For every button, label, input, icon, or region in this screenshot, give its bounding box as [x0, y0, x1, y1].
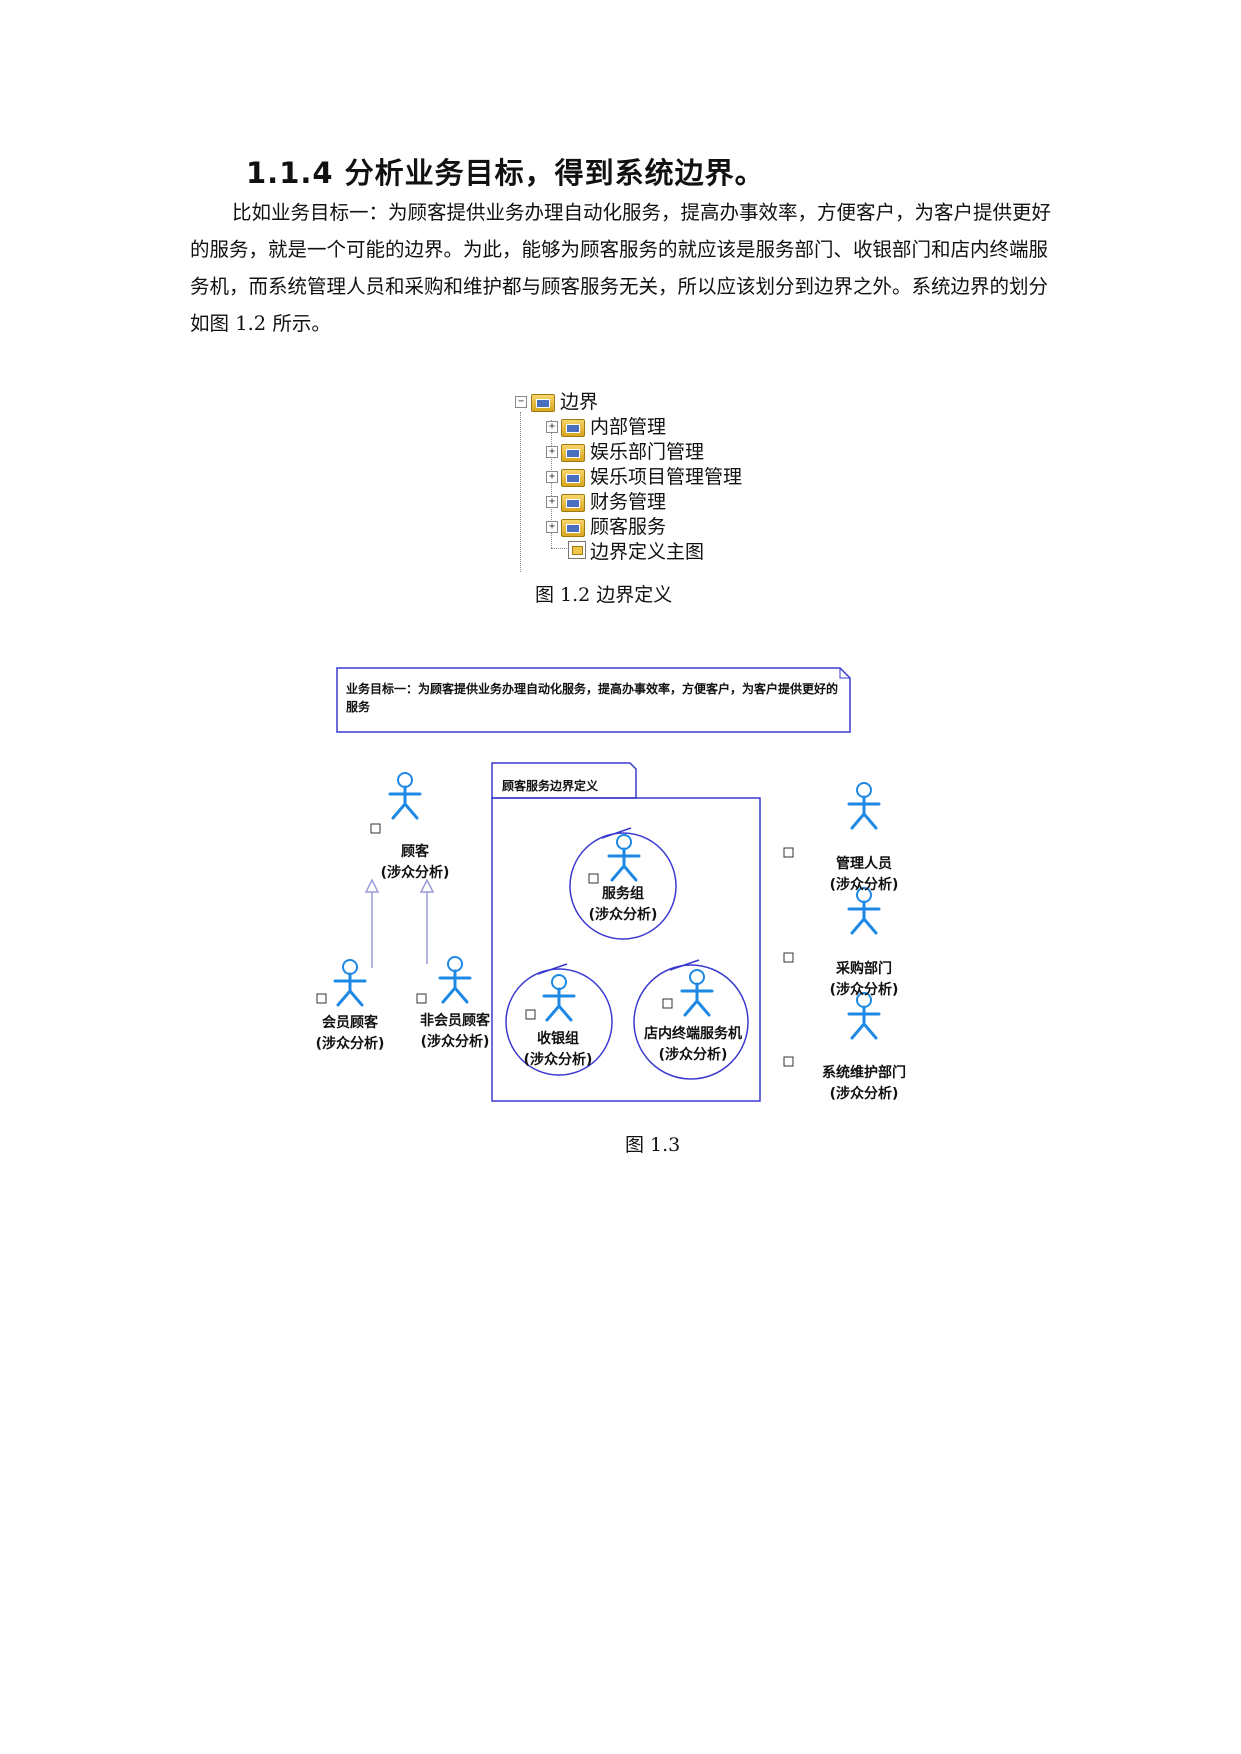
actor-customer-icon	[388, 772, 422, 820]
folder-icon	[561, 519, 585, 537]
actor-nonmember-icon	[438, 956, 472, 1004]
actor-purchase-name: 采购部门	[836, 961, 892, 977]
actor-maintenance-stereotype: (涉众分析)	[829, 1086, 899, 1102]
actor-maintenance-name: 系统维护部门	[822, 1065, 906, 1081]
tree-root-label[interactable]: 边界	[560, 391, 599, 413]
actor-admin-icon	[847, 782, 881, 830]
folder-icon	[561, 444, 585, 462]
actor-nonmember-name: 非会员顾客	[420, 1013, 490, 1029]
actor-terminal-icon	[680, 969, 714, 1017]
actor-cashier-stereotype: (涉众分析)	[523, 1052, 593, 1068]
actor-cashier-name: 收银组	[537, 1031, 579, 1047]
actor-purchase-icon	[847, 887, 881, 935]
diagram-icon	[568, 541, 586, 559]
use-case-diagram: 业务目标一：为顾客提供业务办理自动化服务，提高办事效率，方便客户，为客户提供更好…	[300, 660, 940, 1120]
actor-maintenance-icon	[847, 992, 881, 1040]
figure-1-3-caption: 图 1.3	[625, 1134, 681, 1156]
expand-icon[interactable]: +	[546, 521, 558, 533]
frame-tab	[491, 762, 637, 799]
figure-1-2-caption: 图 1.2 边界定义	[535, 584, 673, 606]
actor-service-stereotype: (涉众分析)	[588, 907, 658, 923]
boundary-circles	[505, 827, 749, 1080]
frame-label: 顾客服务边界定义	[502, 779, 599, 793]
actor-member-stereotype: (涉众分析)	[315, 1036, 385, 1052]
actor-service-name: 服务组	[602, 886, 644, 902]
diagram-canvas	[316, 667, 881, 1102]
actor-customer-stereotype: (涉众分析)	[380, 865, 450, 881]
body-paragraph: 比如业务目标一：为顾客提供业务办理自动化服务，提高办事效率，方便客户，为客户提供…	[190, 194, 1058, 342]
expand-icon[interactable]: +	[546, 421, 558, 433]
note-shape	[336, 667, 851, 733]
folder-icon	[561, 494, 585, 512]
tree-item-customer-service[interactable]: 顾客服务	[590, 516, 667, 538]
folder-icon	[531, 394, 555, 412]
tree-branch-line	[551, 420, 552, 548]
actor-admin-stereotype: (涉众分析)	[829, 877, 899, 893]
boundary-tree: − 边界 + 内部管理 + 娱乐部门管理 + 娱乐项目管理管理 + 财务管理 +…	[515, 390, 776, 580]
actor-terminal-name: 店内终端服务机	[644, 1026, 742, 1042]
actor-terminal-stereotype: (涉众分析)	[658, 1047, 728, 1063]
folder-icon	[561, 469, 585, 487]
tree-item-finance[interactable]: 财务管理	[590, 491, 667, 513]
actor-purchase-stereotype: (涉众分析)	[829, 982, 899, 998]
expand-icon[interactable]: +	[546, 496, 558, 508]
tree-leaf-line	[551, 548, 567, 549]
actor-service-icon	[607, 834, 641, 882]
note-text: 业务目标一：为顾客提供业务办理自动化服务，提高办事效率，方便客户，为客户提供更好…	[346, 682, 839, 714]
expand-icon[interactable]: +	[546, 446, 558, 458]
tree-guide-line	[520, 412, 521, 572]
tree-item-internal[interactable]: 内部管理	[590, 416, 667, 438]
paragraph-text: 比如业务目标一：为顾客提供业务办理自动化服务，提高办事效率，方便客户，为客户提供…	[190, 201, 1052, 335]
actor-member-icon	[333, 959, 367, 1007]
generalization-arrows	[364, 878, 435, 968]
collapse-icon[interactable]: −	[515, 396, 527, 408]
frame-box	[491, 797, 761, 1102]
actor-admin-name: 管理人员	[836, 856, 892, 872]
section-heading: 1.1.4 分析业务目标，得到系统边界。	[246, 156, 765, 190]
actor-customer-name: 顾客	[401, 844, 429, 860]
tree-item-entertainment-dept[interactable]: 娱乐部门管理	[590, 441, 705, 463]
actor-member-name: 会员顾客	[322, 1015, 378, 1031]
folder-icon	[561, 419, 585, 437]
tree-item-entertainment-project[interactable]: 娱乐项目管理管理	[590, 466, 743, 488]
actor-cashier-icon	[542, 974, 576, 1022]
expand-icon[interactable]: +	[546, 471, 558, 483]
link-icons	[316, 823, 794, 1067]
actor-nonmember-stereotype: (涉众分析)	[420, 1034, 490, 1050]
tree-item-main-diagram[interactable]: 边界定义主图	[590, 541, 705, 563]
